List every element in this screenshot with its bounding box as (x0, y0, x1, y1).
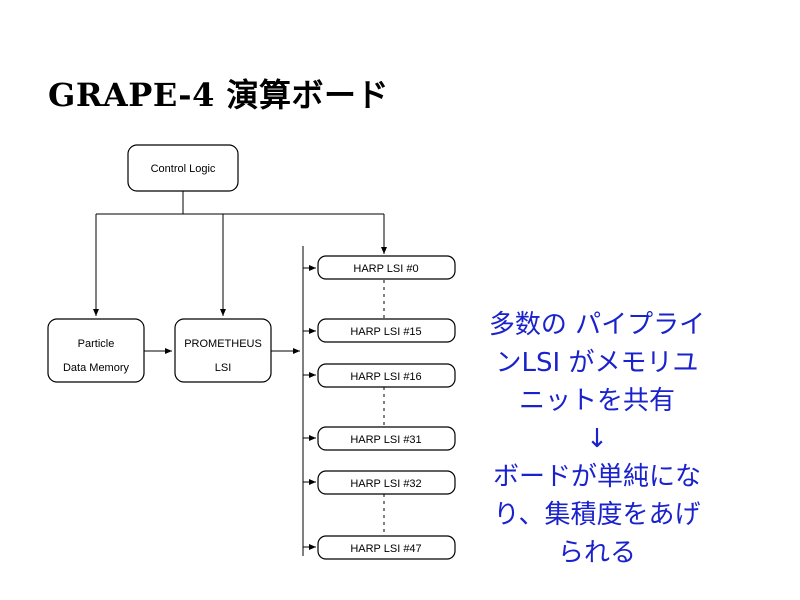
harp-lsi-label: HARP LSI #15 (350, 326, 421, 338)
harp-lsi-0: HARP LSI #0 (317, 255, 456, 280)
note-line: られる (557, 538, 636, 568)
particle-memory-label-2: Data Memory (63, 362, 130, 374)
prometheus-label-1: PROMETHEUS (184, 338, 262, 350)
prometheus-lsi-block: PROMETHEUS LSI (174, 318, 272, 383)
harp-lsi-label: HARP LSI #32 (350, 478, 421, 490)
prometheus-label-2: LSI (215, 362, 232, 374)
harp-lsi-label: HARP LSI #0 (353, 263, 418, 275)
harp-lsi-47: HARP LSI #47 (317, 535, 456, 560)
harp-lsi-label: HARP LSI #47 (350, 543, 421, 555)
particle-data-memory-block: Particle Data Memory (47, 318, 145, 383)
note-line: ボードが単純にな (492, 462, 701, 492)
harp-lsi-label: HARP LSI #16 (350, 371, 421, 383)
harp-lsi-32: HARP LSI #32 (317, 470, 456, 495)
control-logic-label: Control Logic (151, 163, 216, 175)
harp-lsi-16: HARP LSI #16 (317, 363, 456, 388)
down-arrow-icon: ↓ (586, 424, 608, 454)
particle-memory-label-1: Particle (78, 338, 115, 350)
note-line: り、集積度をあげ (493, 500, 701, 530)
slide-title: GRAPE-4 演算ボード (48, 76, 389, 114)
data-connections (144, 246, 316, 556)
harp-lsi-label: HARP LSI #31 (350, 434, 421, 446)
note-line: ンLSI がメモリユ (495, 348, 699, 378)
control-logic-block: Control Logic (127, 144, 239, 192)
harp-lsi-15: HARP LSI #15 (317, 318, 456, 343)
note-line: ニットを共有 (518, 386, 675, 416)
note-line: 多数の パイプライ (488, 310, 706, 340)
control-bus (93, 191, 387, 316)
harp-lsi-31: HARP LSI #31 (317, 426, 456, 451)
explanation-note: 多数の パイプライ ンLSI がメモリユ ニットを共有 ↓ ボードが単純にな り… (462, 306, 732, 572)
